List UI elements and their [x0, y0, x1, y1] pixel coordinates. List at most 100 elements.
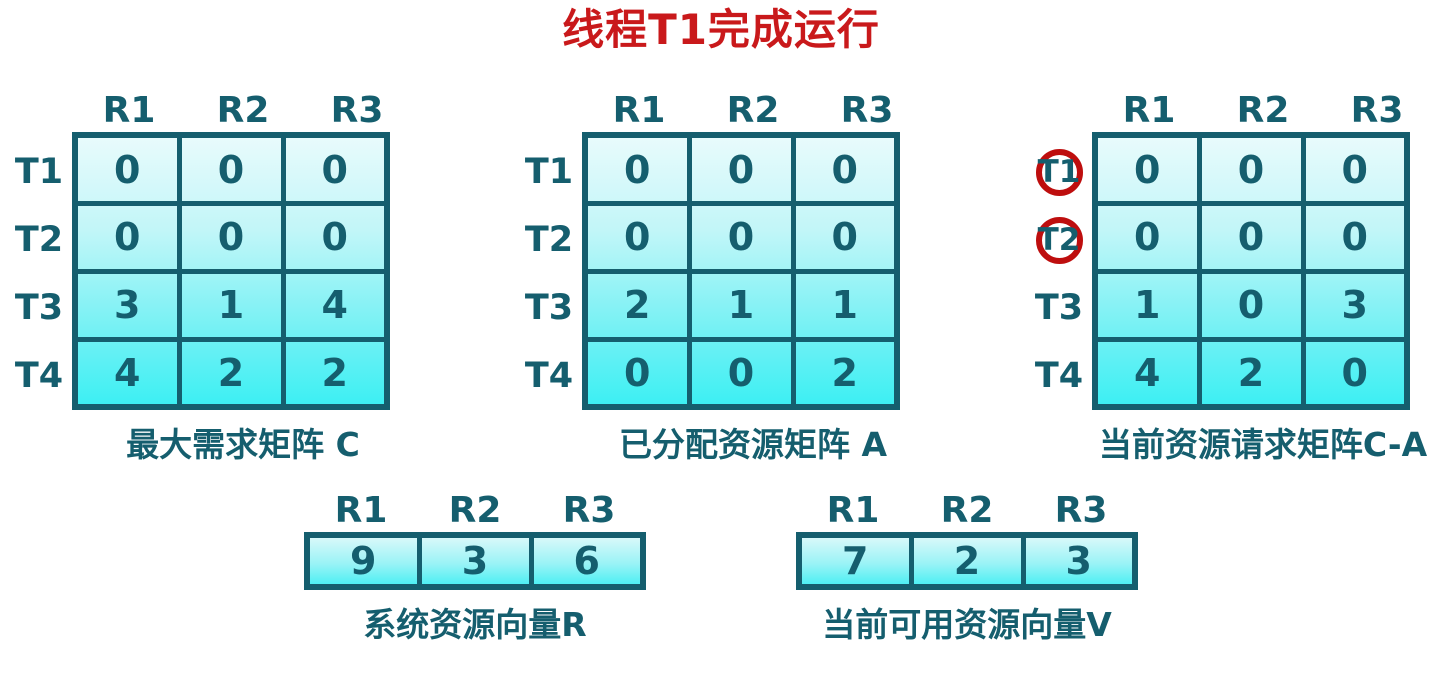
- matrix-cell: 0: [1196, 268, 1306, 342]
- matrix-cell: 4: [280, 268, 390, 342]
- matrix-cell: 1: [790, 268, 900, 342]
- matrix-cell: 0: [582, 132, 692, 206]
- matrix-cell: 1: [1092, 268, 1202, 342]
- table-row: 4 2 0: [1092, 336, 1410, 410]
- matrix-cell: 4: [72, 336, 182, 410]
- matrix-cell: 0: [280, 132, 390, 206]
- row-label-t2: T2: [524, 220, 574, 261]
- matrix-cell: 0: [72, 132, 182, 206]
- row-label-t3: T3: [14, 288, 64, 329]
- matrix-cell: 1: [686, 268, 796, 342]
- matrix-c-column-headers: R1 R2 R3: [72, 88, 414, 132]
- matrix-cell: 0: [1300, 336, 1410, 410]
- col-header-r1: R1: [826, 489, 880, 531]
- matrix-cell: 0: [790, 200, 900, 274]
- vector-v: R1 R2 R3 7 2 3 当前可用资源向量V: [796, 488, 1138, 646]
- col-header-r2: R2: [940, 489, 994, 531]
- col-header-r2: R2: [1236, 89, 1290, 131]
- matrix-cell: 1: [176, 268, 286, 342]
- col-header-r2: R2: [726, 89, 780, 131]
- vector-cell: 7: [796, 532, 914, 590]
- table-row: 0 0 0: [582, 200, 900, 274]
- vector-cell: 2: [908, 532, 1026, 590]
- matrix-c-minus-a-table: 0 0 0 0 0 0 1 0 3: [1092, 132, 1410, 411]
- matrix-cell: 2: [280, 336, 390, 410]
- table-row: 0 0 0: [72, 132, 390, 206]
- row-label-t3: T3: [1034, 288, 1084, 329]
- matrix-c-row-labels: T1 T2 T3 T4: [6, 132, 72, 410]
- table-row: 0 0 0: [1092, 132, 1410, 206]
- matrix-c: R1 R2 R3 T1 T2 T3 T4 0 0 0: [6, 88, 414, 466]
- vector-cell: 3: [416, 532, 534, 590]
- matrix-cell: 0: [176, 132, 286, 206]
- matrix-a-table: 0 0 0 0 0 0 2 1 1: [582, 132, 900, 411]
- table-row: 4 2 2: [72, 336, 390, 410]
- matrix-a: R1 R2 R3 T1 T2 T3 T4 0 0 0: [516, 88, 924, 466]
- matrix-cell: 0: [1196, 132, 1306, 206]
- col-header-r3: R3: [562, 489, 616, 531]
- table-row: 1 0 3: [1092, 268, 1410, 342]
- matrix-cell: 0: [582, 336, 692, 410]
- vector-cell: 9: [304, 532, 422, 590]
- col-header-r2: R2: [448, 489, 502, 531]
- matrix-cell: 2: [790, 336, 900, 410]
- table-row: 2 1 1: [582, 268, 900, 342]
- table-row: 3 1 4: [72, 268, 390, 342]
- matrix-c-minus-a-column-headers: R1 R2 R3: [1092, 88, 1434, 132]
- matrix-c-minus-a-caption: 当前资源请求矩阵C-A: [1098, 425, 1428, 465]
- matrix-c-minus-a: R1 R2 R3 T1 T2 T3 T4: [1026, 88, 1434, 466]
- matrix-cell: 0: [686, 132, 796, 206]
- matrices-row: R1 R2 R3 T1 T2 T3 T4 0 0 0: [0, 88, 1442, 466]
- col-header-r1: R1: [102, 89, 156, 131]
- matrix-cell: 4: [1092, 336, 1202, 410]
- col-header-r3: R3: [1054, 489, 1108, 531]
- matrix-a-row-labels: T1 T2 T3 T4: [516, 132, 582, 410]
- row-label-t3: T3: [524, 288, 574, 329]
- page-title: 线程T1完成运行: [562, 5, 880, 54]
- col-header-r1: R1: [612, 89, 666, 131]
- col-header-r2: R2: [216, 89, 270, 131]
- circled-row-label-t1: T1: [1026, 138, 1092, 206]
- table-row: 9 3 6: [304, 532, 646, 590]
- col-header-r3: R3: [1350, 89, 1404, 131]
- row-label-t4: T4: [524, 356, 574, 397]
- matrix-cell: 0: [582, 200, 692, 274]
- matrix-cell: 0: [790, 132, 900, 206]
- vector-v-caption: 当前可用资源向量V: [822, 605, 1112, 645]
- row-label-t2: T2: [14, 220, 64, 261]
- row-label-t1: T1: [524, 152, 574, 193]
- matrix-cell: 0: [72, 200, 182, 274]
- matrix-cell: 0: [1300, 132, 1410, 206]
- col-header-r3: R3: [330, 89, 384, 131]
- matrix-cell: 0: [176, 200, 286, 274]
- matrix-cell: 0: [686, 200, 796, 274]
- matrix-cell: 2: [1196, 336, 1306, 410]
- col-header-r3: R3: [840, 89, 894, 131]
- matrix-a-column-headers: R1 R2 R3: [582, 88, 924, 132]
- col-header-r1: R1: [1122, 89, 1176, 131]
- matrix-cell: 0: [1196, 200, 1306, 274]
- vector-r-column-headers: R1 R2 R3: [304, 488, 646, 532]
- matrix-cell: 3: [72, 268, 182, 342]
- vector-v-table: 7 2 3: [796, 532, 1138, 591]
- matrix-cell: 0: [1092, 132, 1202, 206]
- matrix-c-caption: 最大需求矩阵 C: [126, 425, 360, 465]
- col-header-r1: R1: [334, 489, 388, 531]
- table-row: 0 0 2: [582, 336, 900, 410]
- table-row: 0 0 0: [72, 200, 390, 274]
- table-row: 0 0 0: [582, 132, 900, 206]
- vector-cell: 3: [1020, 532, 1138, 590]
- vector-r-caption: 系统资源向量R: [363, 605, 587, 645]
- matrix-cell: 0: [1300, 200, 1410, 274]
- matrix-cell: 3: [1300, 268, 1410, 342]
- matrix-cell: 0: [686, 336, 796, 410]
- matrix-cell: 0: [280, 200, 390, 274]
- highlight-circle-t1: T1: [1035, 148, 1083, 196]
- circled-row-label-t2: T2: [1026, 206, 1092, 274]
- row-label-t1: T1: [14, 152, 64, 193]
- matrix-c-minus-a-row-labels: T1 T2 T3 T4: [1026, 132, 1092, 410]
- vector-v-column-headers: R1 R2 R3: [796, 488, 1138, 532]
- vector-r: R1 R2 R3 9 3 6 系统资源向量R: [304, 488, 646, 646]
- vectors-row: R1 R2 R3 9 3 6 系统资源向量R R1: [0, 488, 1442, 646]
